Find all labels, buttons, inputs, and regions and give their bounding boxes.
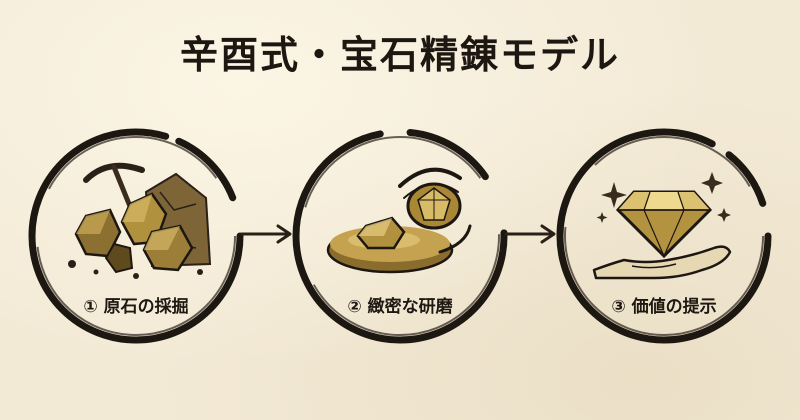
step-polishing: ② 緻密な研磨 [286, 122, 514, 350]
raw-ore-pickaxe-icon [68, 162, 212, 279]
arrow-right-icon [240, 224, 292, 244]
diagram-title: 辛酉式・宝石精錬モデル [179, 33, 620, 77]
step-label-value-presentation: ③ 価値の提示 [611, 297, 717, 317]
step-raw-ore: ① 原石の採掘 [22, 122, 250, 350]
brush-circle [292, 128, 508, 344]
brush-circle [556, 128, 772, 344]
brush-circle [28, 128, 244, 344]
step-label-raw-ore: ① 原石の採掘 [83, 297, 189, 317]
arrow-right-icon [504, 224, 556, 244]
step-label-polishing: ② 緻密な研磨 [347, 297, 453, 317]
step-value-presentation: ③ 価値の提示 [550, 122, 778, 350]
diamond-in-hand-icon [592, 172, 732, 280]
polishing-gem-icon [326, 167, 472, 274]
